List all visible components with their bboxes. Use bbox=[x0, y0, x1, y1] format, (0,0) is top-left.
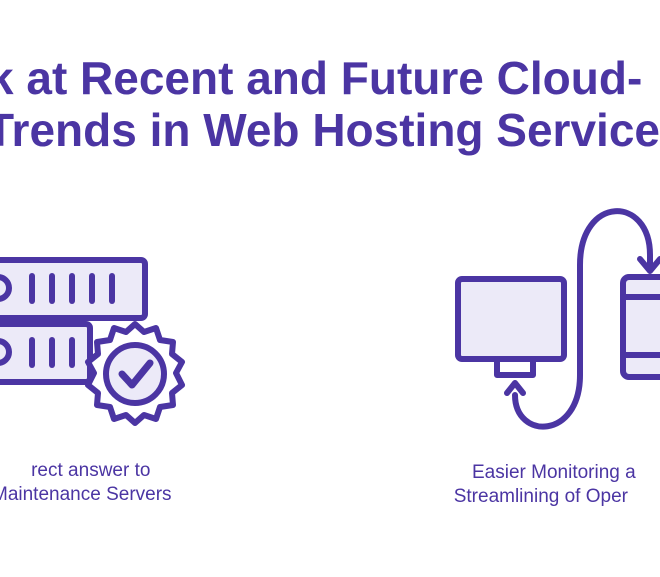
monitor-stand bbox=[494, 356, 536, 378]
left-feature-caption: rect answer to Maintenance Servers bbox=[0, 459, 172, 507]
monitor-screen bbox=[455, 276, 567, 362]
certificate-badge-icon bbox=[85, 321, 185, 426]
monitor-stand-arrow bbox=[504, 380, 526, 396]
title-line-1: k at Recent and Future Cloud- bbox=[0, 52, 643, 104]
tablet-device bbox=[620, 274, 660, 380]
left-caption-line-2: Maintenance Servers bbox=[0, 484, 172, 505]
sync-arrow-down bbox=[637, 256, 660, 274]
right-caption-line-1: Easier Monitoring a bbox=[472, 462, 636, 483]
monitor-sync-tablet-icon bbox=[455, 208, 660, 430]
sync-cable bbox=[512, 208, 653, 430]
title-line-2: Trends in Web Hosting Service bbox=[0, 104, 660, 156]
server-rack-bottom bbox=[0, 321, 93, 385]
right-caption-line-2: Streamlining of Oper bbox=[453, 486, 628, 507]
left-caption-line-1: rect answer to bbox=[31, 460, 151, 481]
server-certificate-icon bbox=[0, 257, 185, 426]
right-feature-caption: Easier Monitoring a Streamlining of Oper bbox=[446, 461, 636, 509]
